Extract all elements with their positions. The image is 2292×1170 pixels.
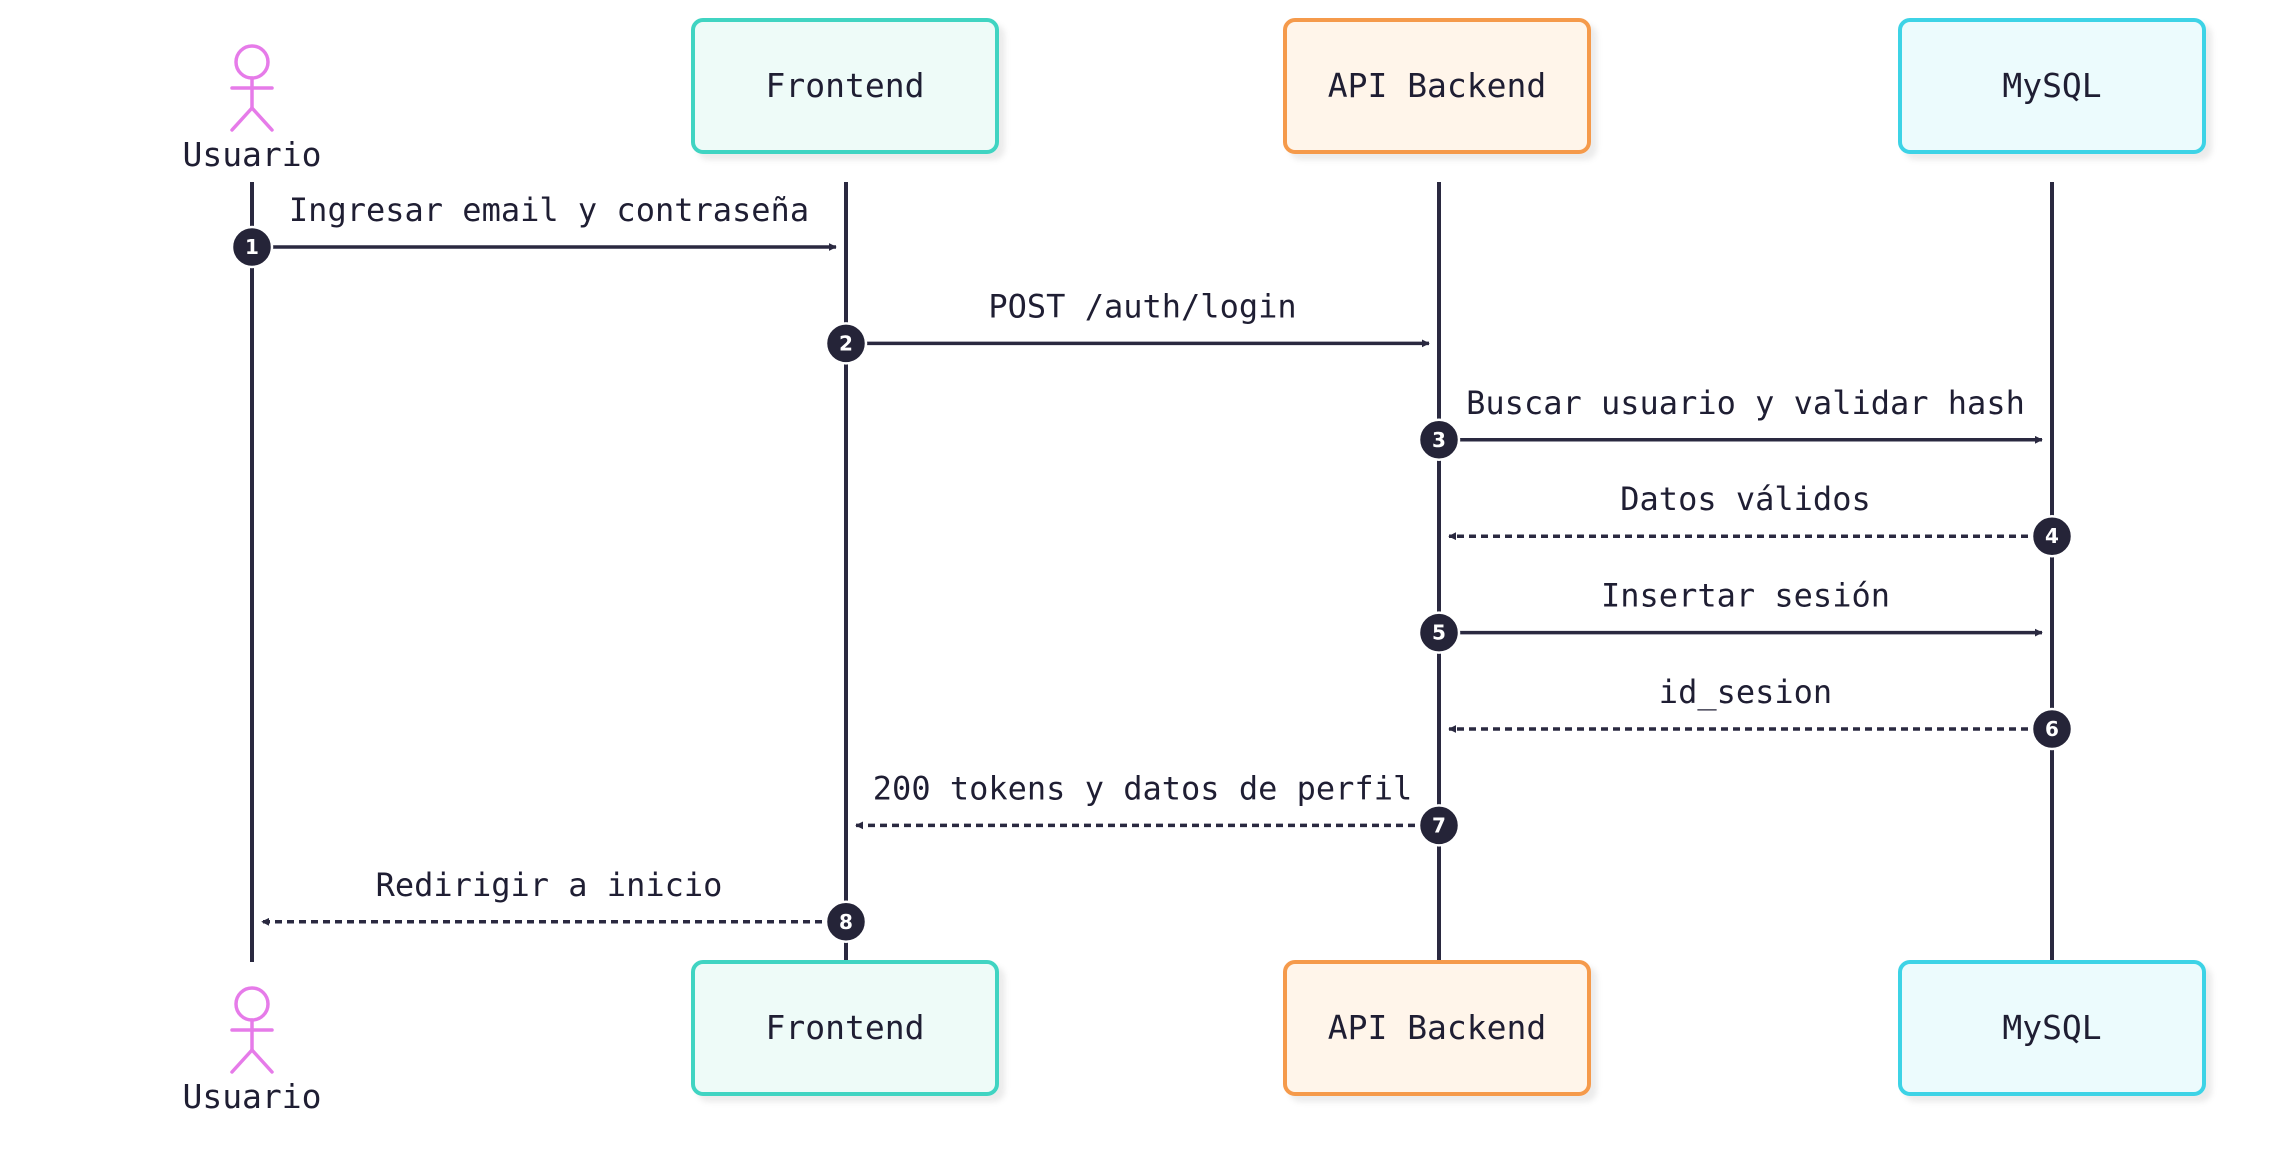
message-6: id_sesion 6 <box>1448 673 2074 751</box>
step-number: 8 <box>839 910 853 934</box>
message-label: id_sesion <box>1659 673 1832 711</box>
step-number: 1 <box>245 235 259 259</box>
participant-api-top: API Backend <box>1283 18 1591 154</box>
step-badge: 7 <box>1417 804 1461 847</box>
participant-box <box>691 18 999 154</box>
participant-box <box>1898 960 2206 1096</box>
participant-label: Frontend <box>766 1008 925 1047</box>
step-badge: 3 <box>1417 418 1461 462</box>
participant-label: MySQL <box>2002 1008 2101 1047</box>
message-label: Buscar usuario y validar hash <box>1466 384 2025 422</box>
step-number: 4 <box>2045 524 2059 548</box>
participant-label: API Backend <box>1328 66 1547 105</box>
participant-label: MySQL <box>2002 66 2101 105</box>
lifelines <box>250 182 2054 962</box>
step-number: 2 <box>839 331 853 355</box>
step-number: 7 <box>1432 813 1446 837</box>
message-label: Ingresar email y contraseña <box>289 191 809 229</box>
message-2: POST /auth/login 2 <box>824 287 1430 365</box>
participant-frontend-bottom: Frontend <box>691 960 999 1096</box>
participant-usuario-top: Usuario <box>182 44 322 174</box>
participant-usuario-bottom: Usuario <box>182 986 322 1116</box>
message-4: Datos válidos 4 <box>1448 480 2074 558</box>
participants-bottom: Usuario Frontend API Backend MySQL <box>182 960 2206 1116</box>
message-label: Redirigir a inicio <box>376 866 723 904</box>
message-3: Buscar usuario y validar hash 3 <box>1417 384 2043 462</box>
message-5: Insertar sesión 5 <box>1417 577 2043 654</box>
message-7: 200 tokens y datos de perfil 7 <box>855 769 1461 847</box>
participant-api-bottom: API Backend <box>1283 960 1591 1096</box>
participant-label: API Backend <box>1328 1008 1547 1047</box>
step-badge: 6 <box>2030 707 2074 751</box>
step-badge: 8 <box>824 900 868 944</box>
participant-box <box>1283 960 1591 1096</box>
participant-box <box>1283 18 1591 154</box>
step-badge: 1 <box>230 225 274 269</box>
message-1: Ingresar email y contraseña 1 <box>230 191 837 269</box>
message-8: Redirigir a inicio 8 <box>261 866 868 944</box>
step-number: 6 <box>2045 717 2059 741</box>
step-number: 5 <box>1432 621 1446 645</box>
participant-mysql-top: MySQL <box>1898 18 2206 154</box>
message-label: Datos válidos <box>1620 480 1870 518</box>
participant-box <box>1898 18 2206 154</box>
step-number: 3 <box>1432 428 1446 452</box>
step-badge: 5 <box>1417 611 1461 654</box>
participant-frontend-top: Frontend <box>691 18 999 154</box>
participants-top: Usuario Frontend API Backend MySQL <box>182 18 2206 174</box>
actor-label: Usuario <box>182 1077 321 1116</box>
participant-label: Frontend <box>766 66 925 105</box>
actor-label: Usuario <box>182 135 321 174</box>
user-actor-icon <box>230 986 274 1074</box>
step-badge: 2 <box>824 322 868 365</box>
message-label: POST /auth/login <box>988 287 1296 325</box>
message-label: Insertar sesión <box>1601 577 1890 615</box>
user-actor-icon <box>230 44 274 132</box>
participant-mysql-bottom: MySQL <box>1898 960 2206 1096</box>
step-badge: 4 <box>2030 514 2074 558</box>
message-label: 200 tokens y datos de perfil <box>873 769 1412 807</box>
participant-box <box>691 960 999 1096</box>
